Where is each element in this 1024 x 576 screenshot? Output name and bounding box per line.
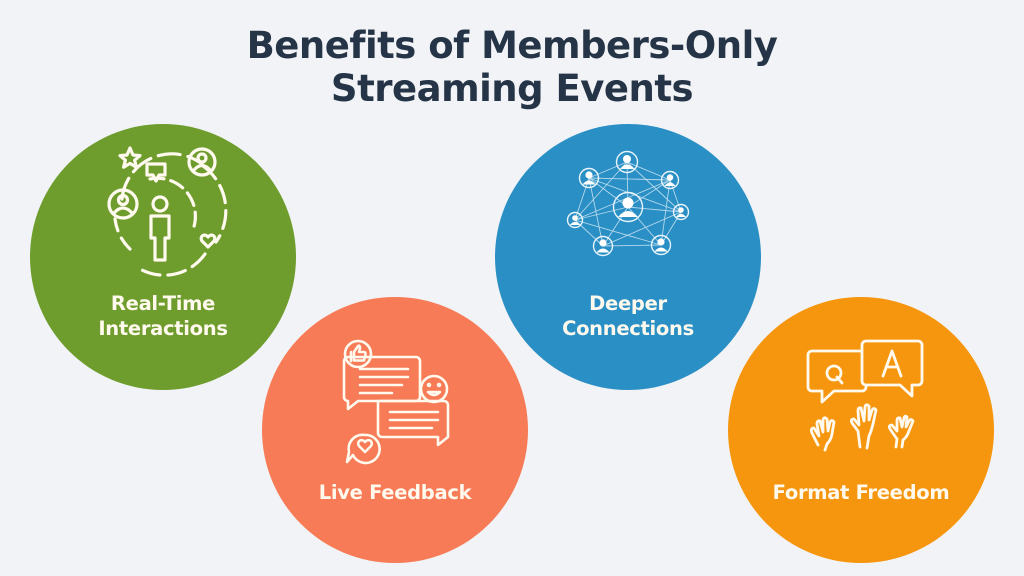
benefit-label: Format Freedom [772,481,950,504]
benefit-card-real-time-interactions: Real-Time Interactions [30,124,296,390]
network-people-icon [566,150,690,257]
people-interaction-icon [107,146,228,277]
qa-raised-hands-icon [806,339,924,452]
title-line-2: Streaming Events [330,67,694,110]
chat-feedback-icon [342,339,450,465]
benefit-label: Deeper Connections [562,292,694,340]
page-title: Benefits of Members-Only Streaming Event… [0,24,1024,110]
benefit-label: Live Feedback [318,481,472,504]
benefit-card-deeper-connections: Deeper Connections [495,124,761,390]
benefit-card-live-feedback: Live Feedback [262,297,528,563]
benefit-card-format-freedom: Format Freedom [728,297,994,563]
title-line-1: Benefits of Members-Only [246,24,778,67]
benefit-label: Real-Time Interactions [98,292,228,340]
